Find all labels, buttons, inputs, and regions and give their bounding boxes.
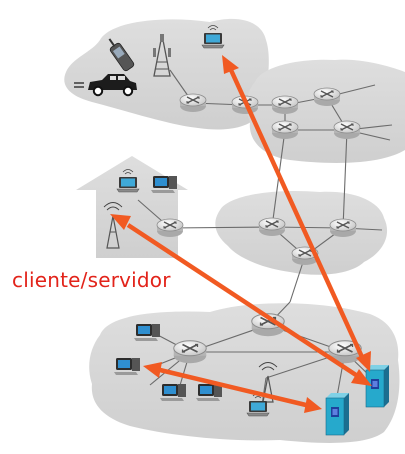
client-server-label: cliente/servidor [12,268,171,292]
router-icon [313,87,341,107]
router-icon [172,339,208,365]
isp-cloud-top-right [246,59,405,163]
router-icon [156,218,184,238]
car-icon [74,74,137,97]
router-icon [329,218,357,238]
client-server-arrows [110,55,372,413]
cell-phone-icon [108,38,135,72]
router-icon [179,93,207,113]
router-icon [333,120,361,140]
desktop-pc-icon [196,384,222,401]
enterprise-network-cloud [89,303,400,443]
router-icon [258,217,286,237]
wireless-access-point-icon [103,202,123,249]
router-icon [271,120,299,140]
desktop-pc-icon [134,324,160,341]
cell-tower-icon [153,34,171,77]
server-icon [325,392,350,436]
desktop-pc-icon [114,358,140,375]
wireless-access-point-icon [258,362,278,403]
desktop-pc-icon [160,384,186,401]
desktop-pc-icon [151,176,177,193]
router-icon [271,95,299,115]
